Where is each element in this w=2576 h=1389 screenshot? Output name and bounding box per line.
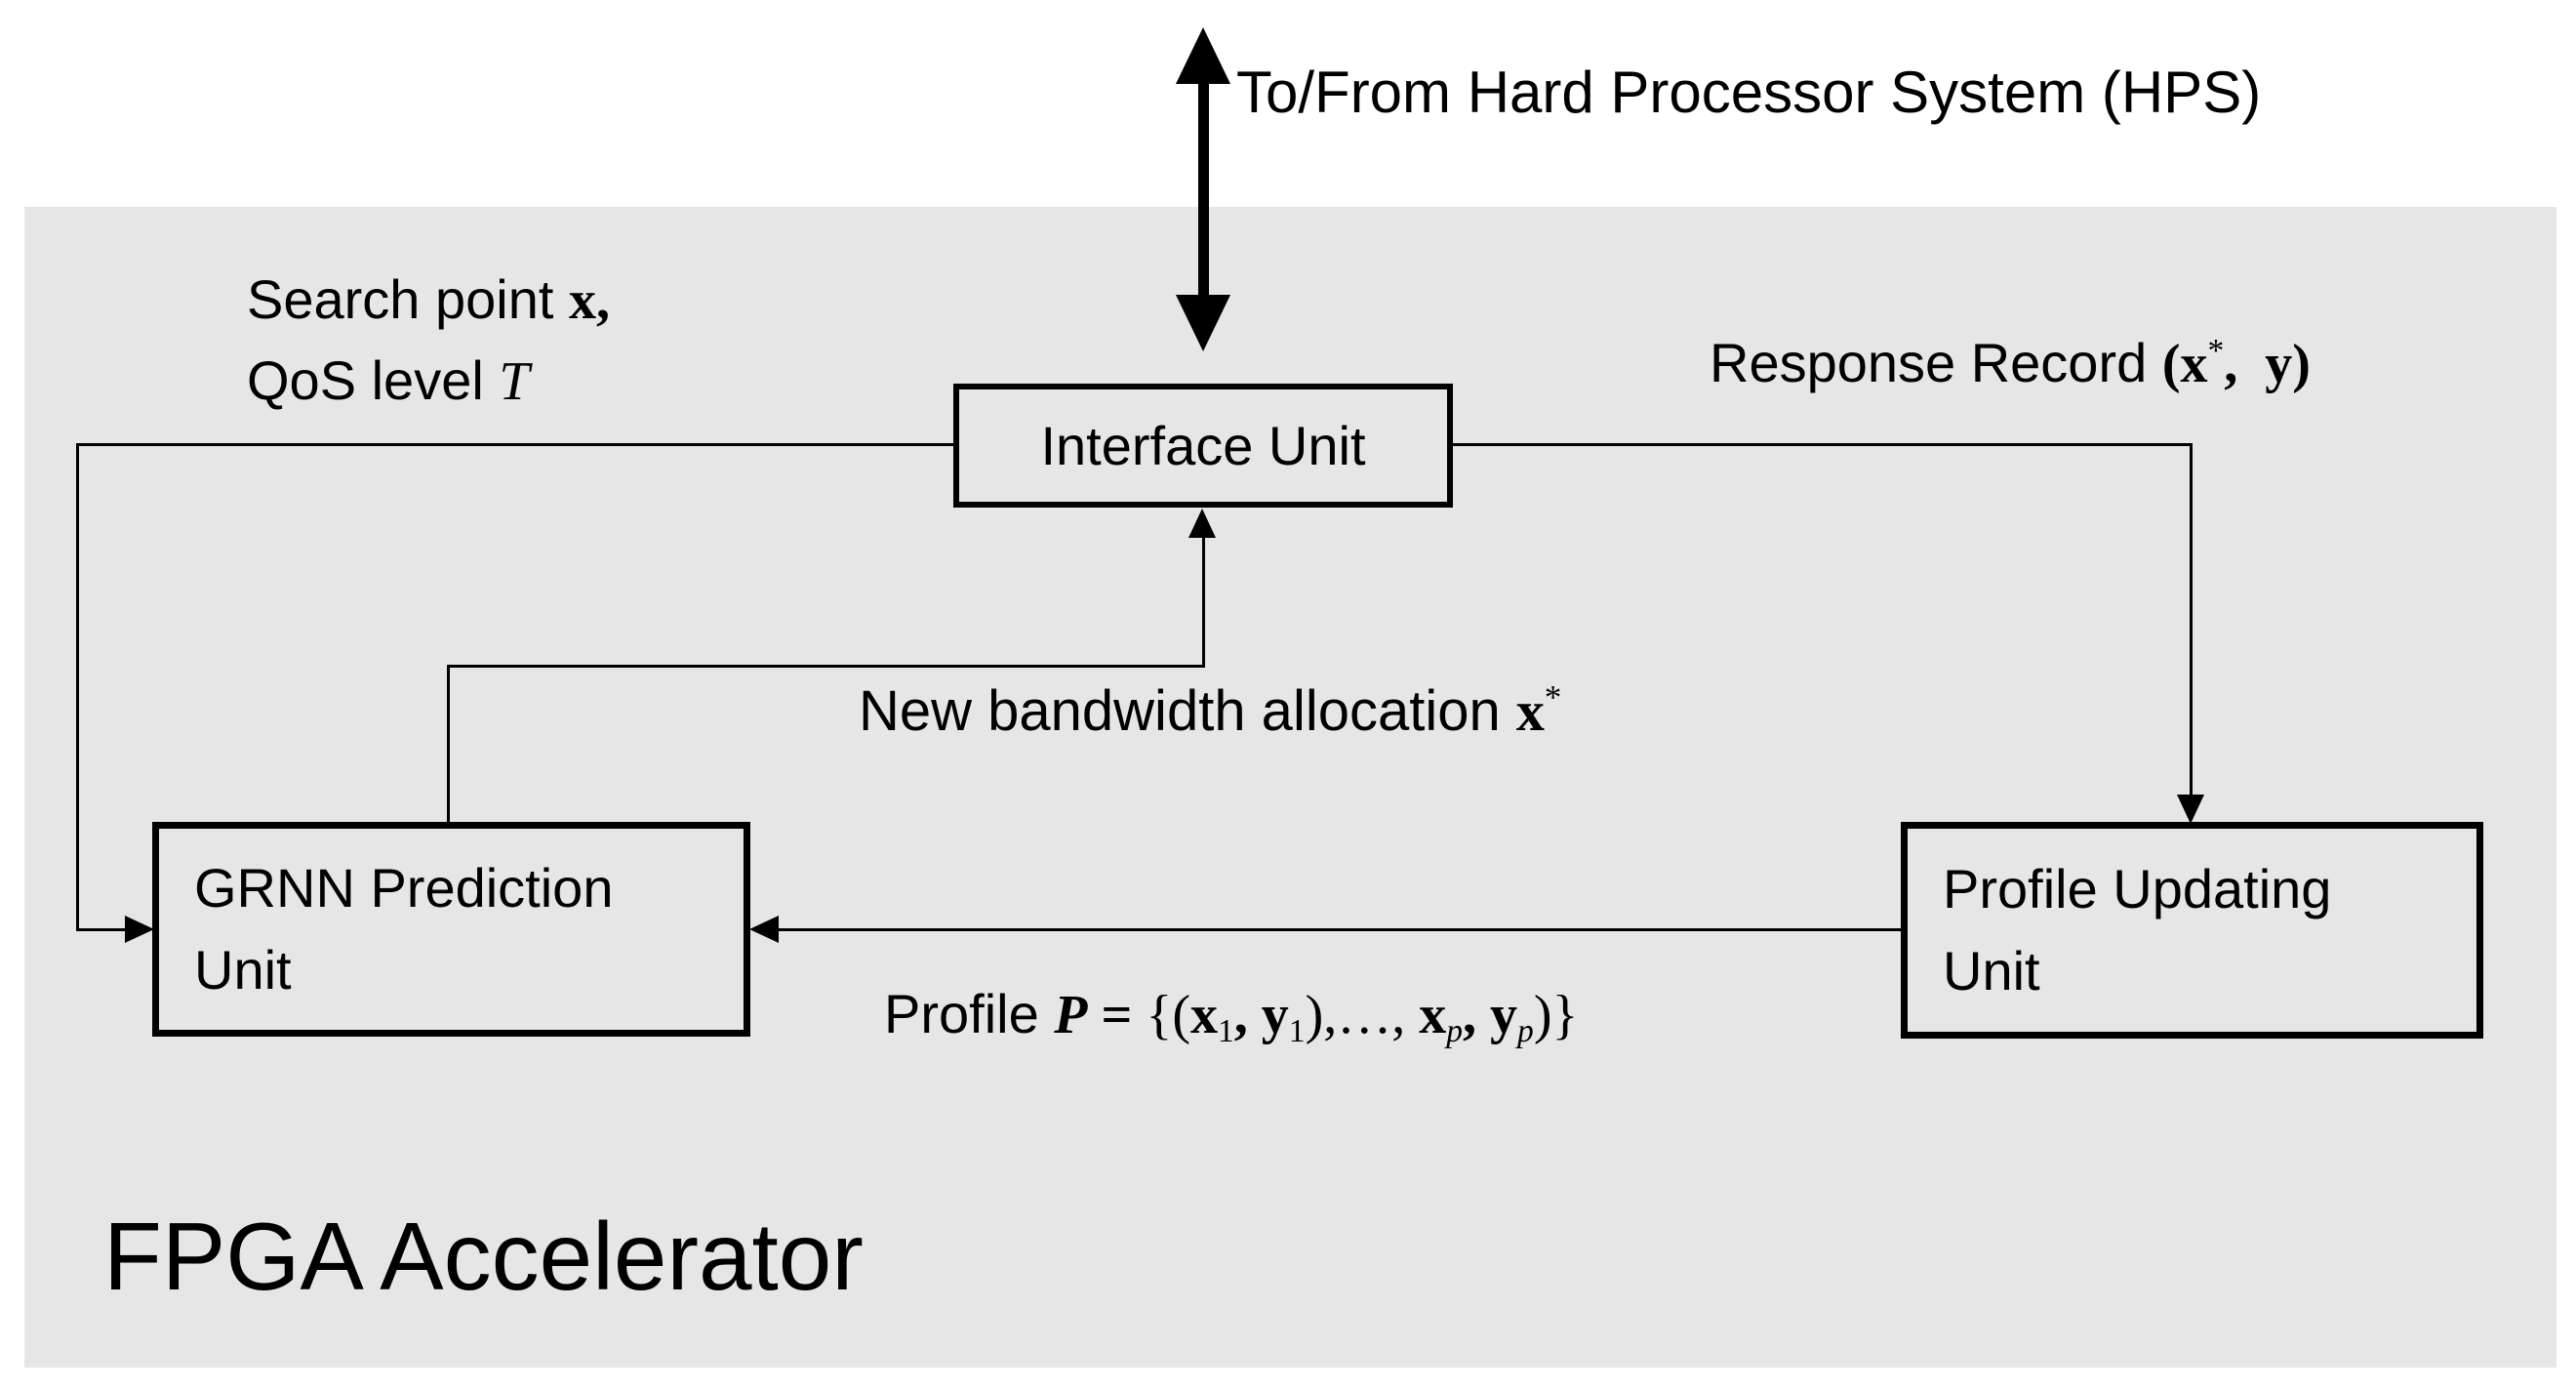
bandwidth-allocation-text: New bandwidth allocation (859, 679, 1516, 743)
interface-unit-label: Interface Unit (1040, 414, 1366, 476)
profile-set-y1-subscript: 1 (1288, 1013, 1306, 1050)
bandwidth-allocation-label: New bandwidth allocation x* (859, 677, 1561, 747)
fpga-accelerator-caption: FPGA Accelerator (103, 1199, 864, 1316)
hps-arrow-down-head-icon (1176, 295, 1230, 351)
profile-set-text: Profile (884, 983, 1055, 1044)
grnn-prediction-unit-label-line2: Unit (194, 939, 292, 1001)
profile-updating-unit-label-line2: Unit (1943, 940, 2040, 1001)
profile-updating-unit-label-line1: Profile Updating (1943, 858, 2332, 919)
hps-arrow-up-head-icon (1176, 27, 1230, 84)
search-point-label: Search point x, QoS level T (247, 260, 610, 422)
response-record-x-symbol: (x (2161, 334, 2208, 394)
fpga-accelerator-panel (24, 207, 2556, 1368)
profile-set-label: Profile P = {(x1, y1),…, xp, yp)} (884, 981, 1579, 1050)
search-connector-vertical-segment (76, 443, 79, 931)
grnn-prediction-unit-label-line1: GRNN Prediction (194, 857, 614, 919)
profile-set-x1-subscript: 1 (1217, 1013, 1234, 1050)
bandwidth-connector-arrowhead-icon (1188, 509, 1216, 538)
bandwidth-allocation-x-symbol: x (1515, 679, 1545, 743)
profile-set-open-brace: {( (1146, 985, 1190, 1045)
fpga-accelerator-caption-text: FPGA Accelerator (103, 1203, 864, 1310)
profile-set-y1-symbol: y (1261, 985, 1289, 1045)
hps-label-text: To/From Hard Processor System (HPS) (1236, 60, 2262, 125)
profile-set-close-brace: )} (1533, 985, 1579, 1045)
response-connector-arrowhead-icon (2177, 795, 2204, 824)
profile-set-yp-symbol: y (1490, 985, 1518, 1045)
profile-set-ellipsis: ),…, (1305, 985, 1420, 1045)
response-record-text: Response Record (1710, 332, 2162, 393)
bandwidth-connector-right-vertical-segment (1202, 534, 1205, 668)
search-point-text: Search point (247, 268, 569, 330)
response-connector-horizontal-segment (1453, 443, 2193, 446)
grnn-prediction-unit-box: GRNN Prediction Unit (152, 822, 750, 1037)
profile-set-p-symbol: P (1054, 985, 1088, 1045)
bandwidth-connector-left-vertical-segment (447, 665, 450, 822)
search-point-label-line1: Search point x, (247, 260, 610, 341)
profile-connector-horizontal-segment (777, 928, 1901, 931)
interface-unit-box: Interface Unit (953, 384, 1453, 508)
bandwidth-connector-horizontal-segment (447, 665, 1205, 668)
profile-set-yp-subscript: p (1517, 1013, 1534, 1050)
response-record-label: Response Record (x*, y) (1710, 330, 2311, 397)
search-point-label-line2: QoS level T (247, 341, 610, 422)
profile-set-xp-symbol: x (1419, 985, 1447, 1045)
search-connector-arrowhead-icon (125, 916, 154, 943)
profile-set-comma1: , (1233, 985, 1262, 1045)
bandwidth-allocation-star-superscript: * (1544, 678, 1562, 717)
response-connector-vertical-segment (2190, 443, 2193, 797)
profile-updating-unit-box: Profile Updating Unit (1901, 822, 2483, 1039)
search-connector-bottom-segment (76, 928, 129, 931)
search-point-x-symbol: x, (568, 270, 610, 331)
profile-set-comma2: , (1463, 985, 1491, 1045)
profile-set-x1-symbol: x (1189, 985, 1218, 1045)
qos-level-t-symbol: T (499, 351, 530, 412)
qos-level-text: QoS level (247, 349, 500, 411)
search-connector-top-segment (76, 443, 953, 446)
profile-connector-arrowhead-icon (749, 916, 779, 943)
response-record-y-symbol: , y) (2224, 334, 2311, 394)
hps-label: To/From Hard Processor System (HPS) (1236, 57, 2261, 128)
response-record-star-superscript: * (2207, 333, 2225, 370)
profile-set-xp-subscript: p (1446, 1013, 1464, 1050)
profile-set-equals: = (1087, 985, 1147, 1045)
hps-arrow-shaft (1198, 78, 1209, 318)
